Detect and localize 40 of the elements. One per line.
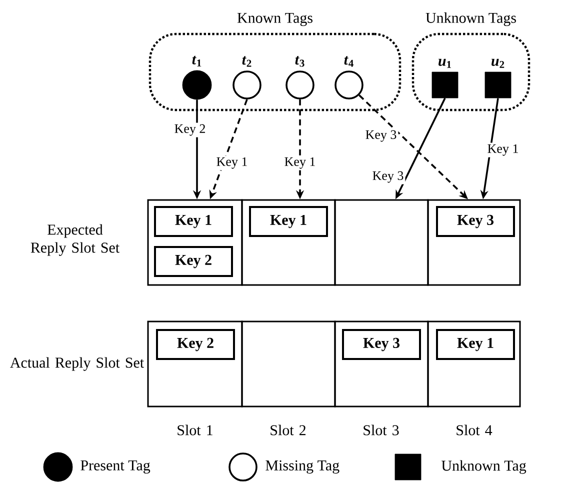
node-label: t$_{2}$ bbox=[242, 56, 252, 67]
edge-label: Key 1 bbox=[486, 142, 520, 158]
key-box: Key 2 bbox=[156, 329, 235, 360]
edge-label: Key 3 bbox=[364, 128, 398, 144]
node-label: t$_{1}$ bbox=[192, 56, 202, 66]
node-label: u$_{1}$ bbox=[438, 58, 452, 68]
key-box: Key 3 bbox=[436, 206, 515, 237]
slot-label: Slot 2 bbox=[270, 424, 306, 436]
row-label: Actual Reply Slot Set bbox=[10, 357, 144, 371]
slot-box bbox=[241, 199, 336, 286]
unknown-tag-square: u$_{2}$ bbox=[484, 58, 512, 98]
row-label: Expected Reply Slot Set bbox=[30, 224, 120, 256]
slot-box bbox=[427, 199, 521, 286]
unknown-tag-square: u$_{1}$ bbox=[432, 58, 458, 98]
slot-label: Slot 4 bbox=[456, 424, 492, 436]
slot-box bbox=[241, 320, 336, 408]
node-label: u$_{2}$ bbox=[492, 58, 504, 68]
slot-box bbox=[427, 320, 521, 408]
edge-label: Key 2 bbox=[172, 122, 208, 138]
slot-box bbox=[334, 320, 429, 408]
node-label: t$_{3}$ bbox=[295, 56, 304, 67]
legend-label: Missing Tag bbox=[266, 460, 340, 474]
edge-label: Key 1 bbox=[282, 156, 318, 170]
legend-label: Unknown Tag bbox=[442, 460, 526, 474]
key-box: Key 1 bbox=[436, 329, 515, 360]
key-box: Key 2 bbox=[154, 246, 233, 277]
slot-box bbox=[334, 199, 429, 286]
slot-label: Slot 1 bbox=[178, 424, 212, 436]
key-box: Key 1 bbox=[249, 206, 328, 237]
slot-box bbox=[147, 199, 243, 286]
key-box: Key 3 bbox=[342, 329, 421, 360]
slot-box bbox=[147, 320, 243, 408]
node-label: Unknown Tags bbox=[426, 12, 516, 26]
key-box: Key 1 bbox=[154, 206, 233, 237]
node-label: Known Tags bbox=[237, 12, 312, 26]
edge-label: Key 3 bbox=[370, 170, 406, 184]
node-label: t$_{4}$ bbox=[344, 56, 354, 67]
legend-label: Present Tag bbox=[80, 460, 150, 474]
edge-label: Key 1 bbox=[214, 156, 250, 170]
slot-label: Slot 3 bbox=[364, 424, 399, 436]
